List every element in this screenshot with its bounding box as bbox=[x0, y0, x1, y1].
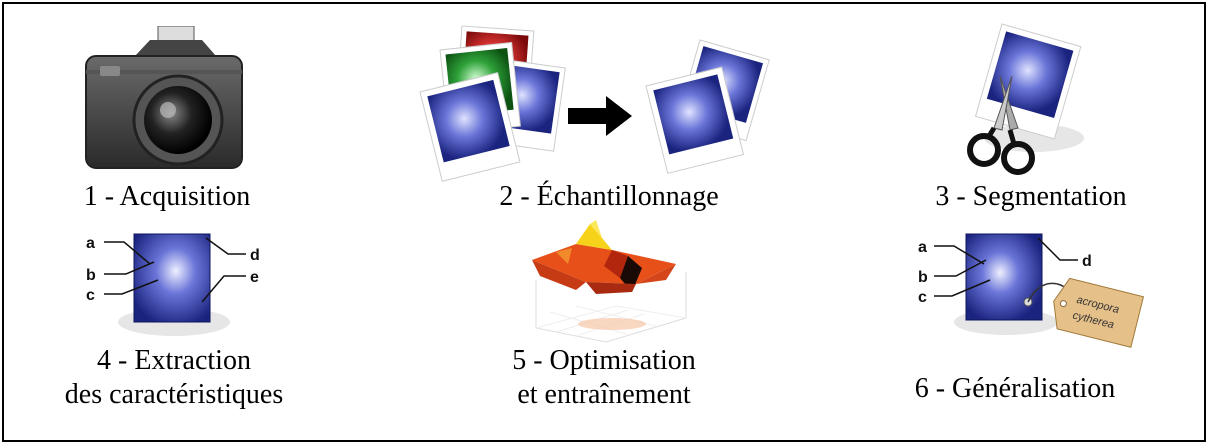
feature-label-b: b bbox=[918, 269, 928, 286]
tagged-photo-icon: acropora cytherea a b c d bbox=[918, 233, 1145, 348]
feature-label-c: c bbox=[86, 287, 95, 304]
camera-icon bbox=[85, 26, 243, 169]
step-4-label-line1: 4 - Extraction bbox=[97, 345, 251, 376]
step-2-echantillonnage: 2 - Échantillonnage bbox=[404, 4, 804, 214]
feature-label-c: c bbox=[918, 289, 927, 306]
step-4-extraction: a b c d e 4 - Extraction des caractérist… bbox=[4, 214, 404, 444]
step-3-label: 3 - Segmentation bbox=[935, 181, 1127, 212]
step-3-segmentation: 3 - Segmentation bbox=[804, 4, 1208, 214]
step-2-label: 2 - Échantillonnage bbox=[499, 181, 719, 212]
step-5-label-line1: 5 - Optimisation bbox=[512, 345, 696, 376]
feature-label-d: d bbox=[1082, 253, 1092, 270]
step-6-generalisation: acropora cytherea a b c d 6 - Généralisa… bbox=[804, 214, 1208, 444]
feature-label-e: e bbox=[250, 269, 259, 286]
feature-label-d: d bbox=[250, 247, 260, 264]
step-4-label: 4 - Extraction des caractéristiques bbox=[24, 344, 324, 412]
feature-label-a: a bbox=[86, 235, 95, 252]
scissors-icon bbox=[967, 75, 1035, 175]
surface-plot-icon bbox=[532, 220, 687, 343]
step-5-optimisation: 5 - Optimisation et entraînement bbox=[404, 214, 804, 444]
arrow-right-icon bbox=[568, 96, 632, 136]
step-1-label: 1 - Acquisition bbox=[83, 181, 251, 212]
step-1-acquisition: 1 - Acquisition bbox=[4, 4, 404, 214]
scissors-photo-icon bbox=[967, 23, 1084, 175]
feature-label-a: a bbox=[918, 239, 927, 256]
step-6-label: 6 - Généralisation bbox=[914, 373, 1116, 404]
feature-label-b: b bbox=[86, 267, 96, 284]
photo-stack-icon bbox=[419, 25, 770, 182]
step-5-label: 5 - Optimisation et entraînement bbox=[474, 344, 734, 412]
step-5-label-line2: et entraînement bbox=[517, 379, 691, 410]
label-tag-icon: acropora cytherea bbox=[1053, 277, 1145, 348]
step-4-label-line2: des caractéristiques bbox=[64, 379, 284, 410]
feature-photo-icon: a b c d e bbox=[86, 233, 260, 336]
